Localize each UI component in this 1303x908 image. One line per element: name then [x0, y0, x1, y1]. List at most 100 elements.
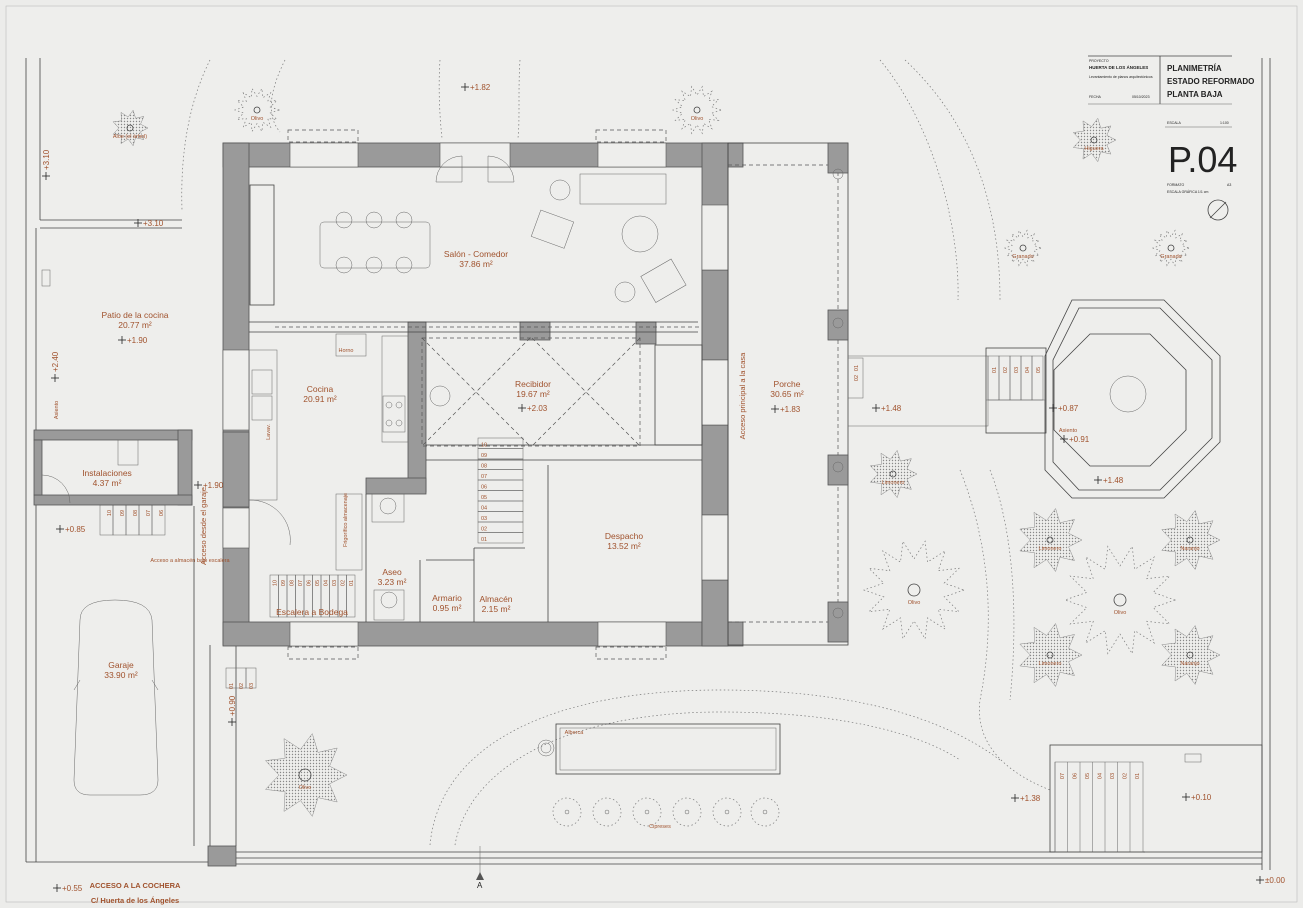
level-marker: +1.38: [1020, 794, 1041, 803]
room-labels: Salón - Comedor 37.86 m² Patio de la coc…: [82, 249, 804, 680]
stair-number: 05: [1085, 773, 1091, 779]
tree-label: Granado: [1160, 254, 1181, 260]
tree-icon: [1019, 622, 1083, 688]
tb-title-2: ESTADO REFORMADO: [1167, 77, 1254, 86]
stair-number: 02: [1123, 773, 1129, 779]
stair-number: 03: [1110, 773, 1116, 779]
tree-icon: [1161, 624, 1221, 686]
level-marker: +2.03: [527, 404, 548, 413]
label-acceso-almacen: Acceso a almacén bajo escalera: [150, 558, 230, 564]
tb-escala-label: ESCALA: [1167, 121, 1181, 125]
room-aseo: Aseo: [382, 567, 402, 577]
label-alberca: Alberca: [565, 730, 585, 736]
room-patio-area: 20.77 m²: [118, 320, 152, 330]
room-salon: Salón - Comedor: [444, 249, 508, 259]
tree-icon: [1072, 117, 1117, 163]
stair-number: 03: [249, 683, 255, 689]
house-walls: [222, 129, 744, 660]
level-marker: +0.55: [62, 884, 83, 893]
level-markers: +1.82+3.10+3.10+1.90+2.40+2.03+1.83+1.48…: [42, 83, 1286, 893]
label-acceso-principal: Acceso principal a la casa: [738, 352, 747, 440]
stair-number: 05: [481, 495, 487, 501]
stair-number: 10: [273, 580, 279, 586]
level-marker: ±0.00: [1265, 876, 1286, 885]
stair-number: 01: [992, 367, 998, 373]
room-instalaciones-area: 4.37 m²: [93, 478, 122, 488]
gazebo: [985, 299, 1221, 499]
stair-number: 02: [341, 580, 347, 586]
tree-label: Olivo: [1114, 610, 1127, 616]
stair-number: 07: [298, 580, 304, 586]
stair-number: 10: [107, 510, 113, 516]
room-porche: Porche: [774, 379, 801, 389]
stair-number: 03: [1014, 367, 1020, 373]
tree-label: Olivo: [908, 600, 921, 606]
tb-title-1: PLANIMETRÍA: [1167, 64, 1222, 73]
stair-number: 07: [1060, 773, 1066, 779]
tree-label: Limonero: [1039, 546, 1062, 552]
tb-escala-value: 1:100: [1220, 121, 1229, 125]
tree-label: Olivo: [691, 116, 704, 122]
label-frigorifico: Frigorífico almacenaje: [343, 493, 349, 547]
stair-number: 04: [481, 506, 487, 512]
tb-proyecto-label: PROYECTO: [1089, 59, 1109, 63]
label-asiento-left: Asiento: [54, 401, 60, 419]
stair-number: 03: [332, 580, 338, 586]
tree-icon: [1161, 509, 1221, 571]
room-recibidor: Recibidor: [515, 379, 551, 389]
tree-icon: [1151, 229, 1191, 267]
tb-formato-value: A3: [1227, 183, 1231, 187]
stair-number: 07: [146, 510, 152, 516]
stair-number: 09: [281, 580, 287, 586]
stair-number: 04: [1025, 367, 1031, 373]
level-marker: +1.83: [780, 405, 801, 414]
cypress-icon: [712, 797, 742, 827]
stair-number: 02: [854, 375, 860, 381]
tb-fecha-label: FECHA: [1089, 95, 1102, 99]
room-garaje-area: 33.90 m²: [104, 670, 138, 680]
room-patio: Patio de la cocina: [101, 310, 168, 320]
stair-number: 08: [481, 464, 487, 470]
tree-icon: [1003, 229, 1043, 267]
stair-number: 10: [481, 443, 487, 449]
level-marker: +1.90: [203, 481, 224, 490]
stair-number: 06: [481, 485, 487, 491]
tree-label: Naranjo: [1180, 661, 1199, 667]
tree-icon: [1019, 507, 1083, 573]
title-block: PROYECTO HUERTA DE LOS ÁNGELES Levantami…: [1088, 55, 1254, 221]
room-almacen-area: 2.15 m²: [482, 604, 511, 614]
tree-label: Cipreses: [649, 824, 671, 830]
stair-number: 05: [1036, 367, 1042, 373]
tb-title-3: PLANTA BAJA: [1167, 90, 1223, 99]
room-recibidor-area: 19.67 m²: [516, 389, 550, 399]
bathroom-fixtures: [371, 493, 405, 621]
tb-formato-label: FORMATO: [1167, 183, 1184, 187]
tree-label: Limonero: [882, 480, 905, 486]
room-aseo-area: 3.23 m²: [378, 577, 407, 587]
label-lavav: Lavav.: [266, 424, 272, 440]
tree-icon: [862, 540, 966, 640]
stair-number: 05: [315, 580, 321, 586]
stair-number: 06: [307, 580, 313, 586]
stair-number: 01: [349, 580, 355, 586]
tree-icon: [112, 109, 149, 147]
label-calle: C/ Huerta de los Ángeles: [91, 896, 179, 905]
room-armario-area: 0.95 m²: [433, 603, 462, 613]
stair-number: 04: [1098, 773, 1104, 779]
site-boundary: [25, 58, 1262, 867]
room-garaje: Garaje: [108, 660, 134, 670]
room-despacho-area: 13.52 m²: [607, 541, 641, 551]
stair-number: 01: [481, 537, 487, 543]
stair-number: 01: [1135, 773, 1141, 779]
level-marker: +3.10: [143, 219, 164, 228]
tree-label: Limonero: [1039, 661, 1062, 667]
garage-car: [73, 599, 159, 796]
stair-number: 01: [854, 365, 860, 371]
tree-label: Aloe (el árbol): [113, 134, 147, 140]
room-instalaciones: Instalaciones: [82, 468, 132, 478]
level-marker: +0.91: [1069, 435, 1090, 444]
level-marker: +3.10: [42, 149, 51, 170]
